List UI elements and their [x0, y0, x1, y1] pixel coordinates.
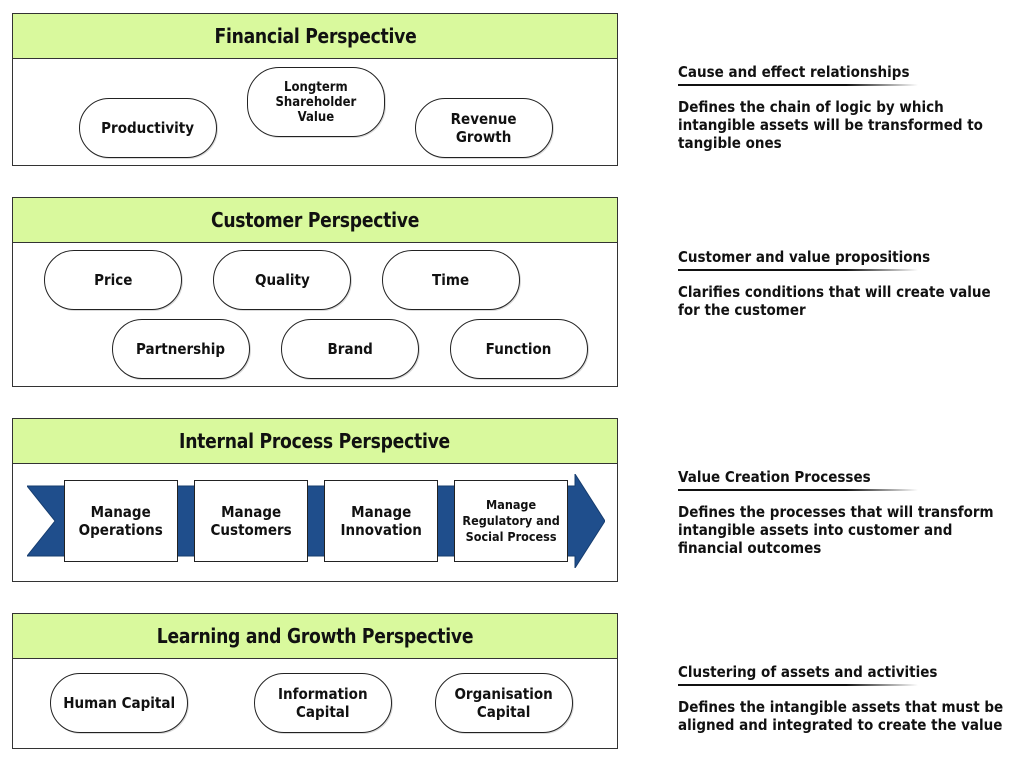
financial-panel: Financial Perspective Productivity Longt… [12, 13, 618, 166]
pill-quality: Quality [213, 250, 351, 310]
note-customer-value: Customer and value propositions Clarifie… [678, 247, 1018, 319]
note-description: Defines the intangible assets that must … [678, 698, 1004, 734]
learning-header: Learning and Growth Perspective [13, 614, 617, 659]
process-manage-innovation: Manage Innovation [324, 480, 438, 562]
internal-panel: Internal Process Perspective Manage Oper… [12, 418, 618, 582]
note-underline [678, 84, 918, 86]
pill-longterm-shareholder-value: Longterm Shareholder Value [247, 67, 385, 137]
process-manage-customers: Manage Customers [194, 480, 308, 562]
note-heading: Value Creation Processes [678, 468, 871, 486]
pill-revenue-growth: Revenue Growth [415, 98, 553, 158]
pill-information-capital: Information Capital [254, 673, 392, 733]
note-cause-effect: Cause and effect relationships Defines t… [678, 62, 1018, 152]
pill-brand: Brand [281, 319, 419, 379]
internal-header: Internal Process Perspective [13, 419, 617, 464]
note-description: Defines the chain of logic by which inta… [678, 98, 983, 152]
note-heading: Customer and value propositions [678, 248, 931, 266]
customer-header: Customer Perspective [13, 198, 617, 243]
pill-price: Price [44, 250, 182, 310]
note-underline [678, 269, 918, 271]
note-heading: Cause and effect relationships [678, 63, 910, 81]
financial-header: Financial Perspective [13, 14, 617, 59]
process-manage-operations: Manage Operations [64, 480, 178, 562]
learning-panel: Learning and Growth Perspective Human Ca… [12, 613, 618, 749]
note-heading: Clustering of assets and activities [678, 663, 938, 681]
note-clustering: Clustering of assets and activities Defi… [678, 662, 1018, 734]
note-value-creation: Value Creation Processes Defines the pro… [678, 467, 1018, 557]
pill-partnership: Partnership [112, 319, 250, 379]
note-description: Clarifies conditions that will create va… [678, 283, 991, 319]
pill-function: Function [450, 319, 588, 379]
pill-human-capital: Human Capital [50, 673, 188, 733]
note-underline [678, 489, 918, 491]
note-underline [678, 684, 918, 686]
process-manage-regulatory: Manage Regulatory and Social Process [454, 480, 568, 562]
pill-organisation-capital: Organisation Capital [435, 673, 573, 733]
customer-panel: Customer Perspective Price Quality Time … [12, 197, 618, 387]
pill-productivity: Productivity [79, 98, 217, 158]
note-description: Defines the processes that will transfor… [678, 503, 994, 557]
pill-time: Time [382, 250, 520, 310]
